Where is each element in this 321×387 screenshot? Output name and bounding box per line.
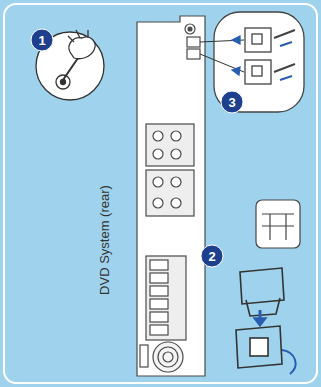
dvd-rear-panel-part [137, 16, 205, 376]
dvd-rear-panel-part [146, 256, 186, 340]
dvd-rear-panel-part [150, 286, 168, 296]
speaker-terminal-inset-part [245, 28, 271, 52]
dvd-rear-panel-part [171, 149, 181, 159]
dvd-rear-panel-part [188, 27, 192, 31]
am-loop-antenna-part [282, 350, 296, 374]
panel-caption: DVD System (rear) [97, 185, 112, 295]
dvd-rear-panel-part [171, 177, 181, 187]
dvd-rear-panel-part [153, 149, 163, 159]
dvd-rear-panel-part [187, 37, 200, 47]
dvd-rear-panel-part [158, 347, 178, 367]
am-loop-antenna-part [240, 268, 284, 304]
callout-number: 2 [201, 245, 224, 268]
callout-number: 1 [31, 29, 54, 52]
am-loop-antenna [236, 268, 296, 374]
callout-number: 3 [221, 91, 244, 114]
dvd-rear-panel-part [171, 198, 181, 208]
am-connector-inset [256, 200, 300, 248]
speaker-terminal-inset-part [274, 30, 295, 72]
dvd-rear-panel-part [146, 124, 194, 166]
speaker-terminal-inset-part [252, 34, 262, 44]
dvd-rear-panel-part [150, 273, 168, 283]
am-connector-inset-part [262, 214, 294, 240]
dvd-rear-panel-part [185, 24, 195, 34]
dvd-rear-panel-part [171, 131, 181, 141]
background-part [4, 4, 317, 383]
am-connector-inset-part [256, 200, 300, 248]
dvd-rear-panel-part [153, 342, 183, 372]
dvd-rear-panel-part [163, 352, 173, 362]
dvd-rear-panel-part [150, 312, 168, 322]
fm-antenna-inset-part [61, 80, 66, 85]
dvd-rear-panel-part [150, 325, 168, 335]
am-loop-antenna-part [254, 318, 266, 326]
am-loop-antenna-part [250, 338, 268, 356]
dvd-rear-panel-part [153, 131, 163, 141]
fm-antenna-inset-part [56, 75, 70, 89]
speaker-terminal-inset-part [252, 66, 262, 76]
dvd-rear-panel-part [153, 198, 163, 208]
speaker-terminal-inset-part [280, 42, 292, 80]
speaker-terminal-inset-part [245, 60, 271, 84]
fm-antenna-inset-part [68, 30, 88, 42]
dvd-rear-panel-part [187, 49, 200, 59]
dvd-rear-panel [137, 16, 205, 376]
am-loop-antenna-part [236, 326, 282, 368]
dvd-rear-panel-part [146, 170, 194, 216]
speaker-terminal-inset [200, 12, 304, 112]
am-loop-antenna-part [246, 298, 280, 316]
dvd-rear-panel-part [153, 177, 163, 187]
speaker-terminal-inset-part [200, 40, 244, 72]
dvd-rear-panel-part [150, 299, 168, 309]
speaker-terminal-inset-part [232, 36, 240, 75]
dvd-rear-panel-part [150, 260, 168, 270]
dvd-rear-panel-part [140, 345, 148, 367]
